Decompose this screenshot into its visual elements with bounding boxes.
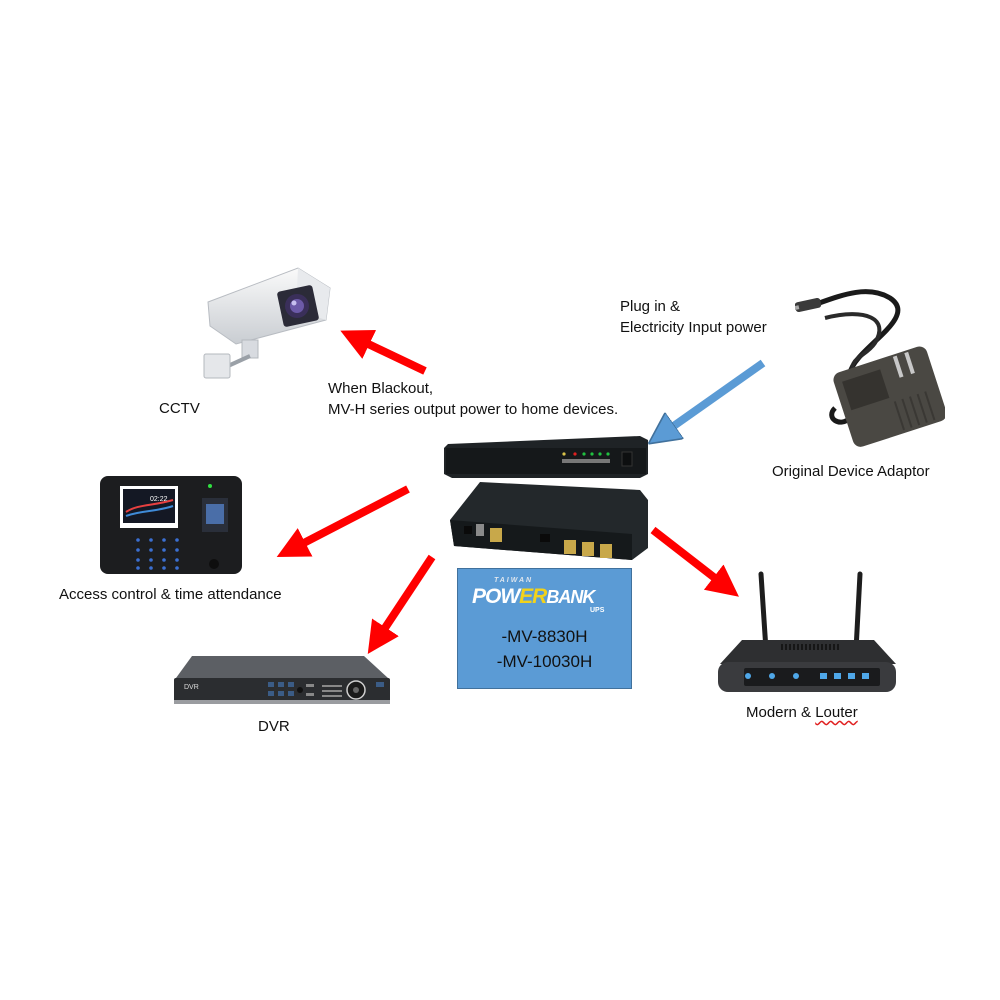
blackout-note-line-1: When Blackout,	[328, 380, 434, 397]
logo-taiwan: TAIWAN	[494, 577, 534, 584]
adaptor-label: Original Device Adaptor	[772, 463, 930, 480]
arrow-to-cctv	[340, 329, 427, 375]
model-mv-10030h: -MV-10030H	[496, 652, 593, 671]
cctv-label: CCTV	[159, 400, 200, 417]
cctv-camera-icon	[203, 267, 331, 379]
product-info-box: TAIWAN POWERBANK UPS -MV-8830H -MV-10030…	[457, 568, 632, 689]
dvr-badge: DVR	[184, 684, 199, 691]
router-label-misspelled: Louter	[815, 704, 858, 721]
logo-main-er: ER	[519, 585, 547, 608]
input-note-line-1: Plug in &	[620, 298, 681, 315]
logo-main-pow: POW	[472, 585, 520, 608]
arrow-to-router	[650, 526, 739, 597]
powerbank-logo: TAIWAN POWERBANK UPS	[470, 577, 620, 619]
input-note-line-2: Electricity Input power	[620, 319, 767, 336]
blackout-note-line-2: MV-H series output power to home devices…	[328, 401, 619, 418]
logo-main-bank: BANK	[546, 587, 595, 607]
arrow-from-adaptor	[668, 359, 766, 430]
arrow-to-access-control	[276, 485, 410, 558]
svg-text:02:22: 02:22	[150, 496, 168, 503]
arrow-to-dvr	[367, 554, 436, 655]
wifi-router-icon	[718, 571, 896, 692]
mini-ups-icon	[444, 436, 648, 560]
fingerprint-terminal-icon: 02:22	[100, 476, 242, 574]
model-mv-8830h: -MV-8830H	[501, 627, 588, 646]
logo-main: POWERBANK	[472, 585, 595, 609]
router-label: Modern & Louter	[746, 702, 858, 723]
power-adaptor-icon	[795, 289, 945, 447]
logo-ups: UPS	[590, 607, 605, 614]
dvr-label: DVR	[258, 718, 290, 735]
access-control-label: Access control & time attendance	[59, 586, 282, 603]
router-label-main: Modern &	[746, 704, 816, 721]
dvr-recorder-icon: DVR	[174, 656, 390, 704]
